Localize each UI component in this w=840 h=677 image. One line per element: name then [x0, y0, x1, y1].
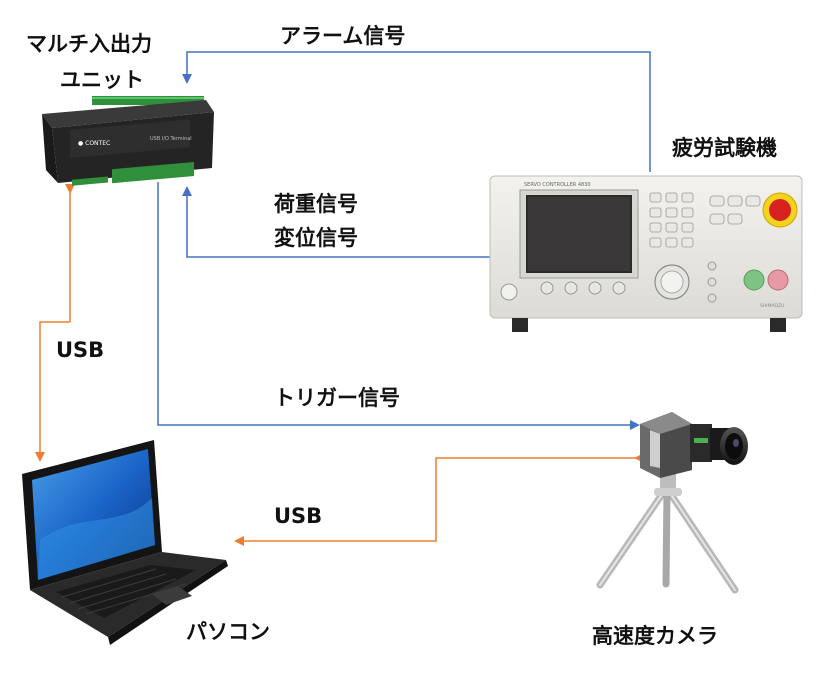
displacement-signal-label: 変位信号	[274, 226, 358, 250]
usb-camera-pc-line	[234, 453, 644, 546]
usb-pc-io-line-lower	[35, 321, 70, 462]
load-signal-label: 荷重信号	[274, 192, 358, 216]
alarm-signal-label: アラーム信号	[280, 24, 406, 48]
trigger-signal-label: トリガー信号	[274, 386, 400, 410]
fatigue-tester-label: 疲労試験機	[672, 136, 777, 160]
camera-device	[596, 412, 748, 594]
usb-camera-pc-label: USB	[274, 504, 323, 528]
svg-text:● CONTEC: ● CONTEC	[78, 140, 110, 147]
io-unit-device: ● CONTEC USB I/O Terminal	[42, 96, 214, 186]
fatigue-tester-device: SERVO CONTROLLER 4830 SHIMADZU	[489, 175, 803, 332]
tester-panel-text: SERVO CONTROLLER 4830	[524, 182, 591, 188]
camera-label: 高速度カメラ	[592, 624, 718, 648]
usb-pc-io-label: USB	[56, 338, 105, 362]
io-unit-label-line2: ユニット	[60, 68, 144, 92]
load-displacement-signal-line	[182, 186, 490, 258]
tester-brand-text: SHIMADZU	[760, 303, 784, 309]
io-unit-label-line1: マルチ入出力	[26, 32, 152, 56]
svg-text:USB I/O Terminal: USB I/O Terminal	[150, 136, 192, 142]
trigger-signal-line	[157, 182, 640, 430]
alarm-signal-line	[182, 51, 651, 172]
pc-device	[22, 440, 228, 645]
pc-label: パソコン	[186, 620, 270, 644]
